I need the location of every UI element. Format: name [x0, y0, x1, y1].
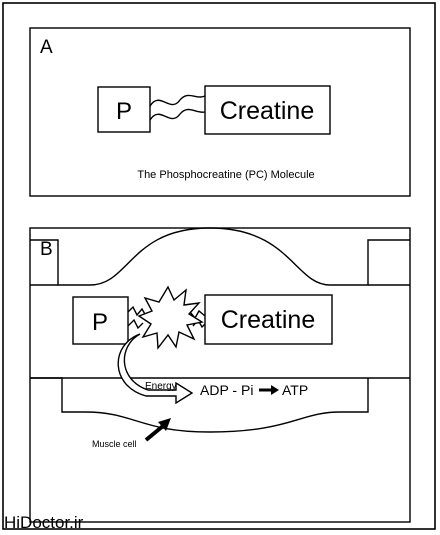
watermark: HiDoctor.ir: [4, 513, 84, 532]
muscle-cell-label: Muscle cell: [92, 439, 137, 449]
panel-b-phosphate-label: P: [92, 309, 108, 336]
muscle-cell-pointer: [144, 424, 165, 442]
panel-a-label: A: [40, 37, 53, 58]
panel-b: B P Creatine Energy ADP - Pi ATP Muscle …: [29, 227, 411, 523]
panel-b-frame: [29, 227, 411, 523]
panel-a-caption: The Phosphocreatine (PC) Molecule: [137, 169, 314, 181]
broken-bond-left: [127, 305, 147, 317]
reaction-arrow-head: [271, 385, 279, 395]
panel-b-creatine-label: Creatine: [221, 306, 316, 334]
energy-label: Energy: [145, 381, 177, 392]
panel-a-creatine-label: Creatine: [220, 97, 315, 125]
broken-bond-left-2: [127, 318, 144, 330]
panel-a-frame: [29, 27, 411, 197]
panel-b-phosphate-box: [72, 296, 129, 345]
energy-burst: [137, 285, 204, 350]
panel-a-bond-squiggle-lower: [149, 108, 206, 121]
panel-a-bond-squiggle-upper: [149, 94, 206, 107]
muscle-cell-pointer-head: [158, 418, 171, 431]
lower-membrane-wave: [30, 377, 369, 433]
outer-frame: [2, 2, 436, 530]
panel-a-phosphate-label: P: [116, 98, 132, 125]
energy-arrow: [117, 333, 194, 405]
panel-a-creatine-box: [204, 85, 331, 135]
upper-membrane-wave: [30, 227, 410, 286]
broken-bond-right: [189, 309, 206, 320]
reaction-reactant: ADP - Pi: [200, 382, 253, 398]
panel-b-label: B: [40, 239, 53, 260]
panel-a: A P Creatine The Phosphocreatine (PC) Mo…: [29, 27, 411, 197]
panel-a-phosphate-box: [97, 86, 151, 133]
panel-b-creatine-box: [204, 294, 333, 345]
reaction-product: ATP: [282, 382, 308, 398]
